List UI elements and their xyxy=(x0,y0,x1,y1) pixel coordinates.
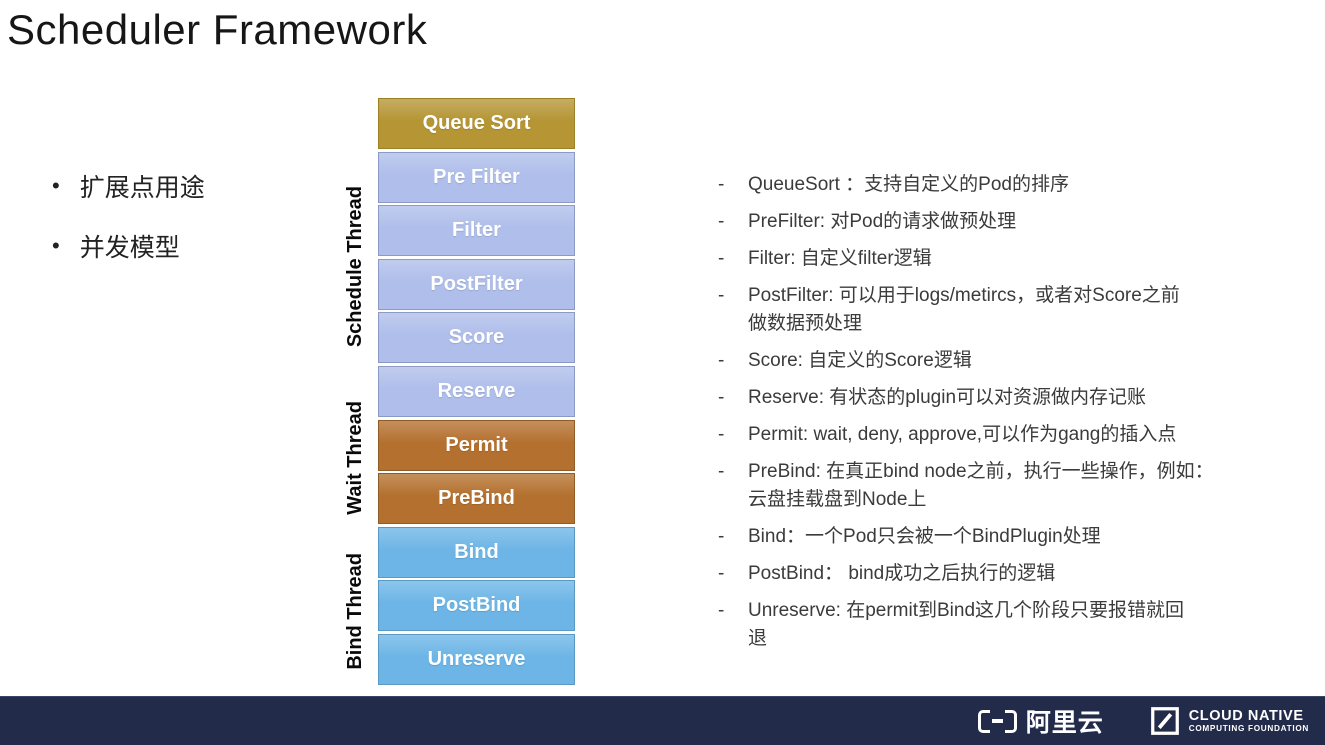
cncf-wordmark: CLOUD NATIVE COMPUTING FOUNDATION xyxy=(1188,707,1309,734)
stage-box-prebind: PreBind xyxy=(378,473,575,525)
stage-box-bind: Bind xyxy=(378,526,575,578)
thread-label-bind: Bind Thread xyxy=(336,538,374,685)
stage-box-unreserve: Unreserve xyxy=(378,633,575,685)
dash-marker: - xyxy=(718,424,725,445)
thread-label-wait: Wait Thread xyxy=(336,379,374,537)
thread-label-text: Wait Thread xyxy=(343,401,366,515)
bullet-dot-icon: • xyxy=(52,173,60,198)
stage-box-filter: Filter xyxy=(378,205,575,257)
description-text: QueueSort ：支持自定义的Pod的排序 xyxy=(748,174,1069,195)
dash-marker: - xyxy=(718,526,725,547)
stage-box-postfilter: PostFilter xyxy=(378,258,575,310)
bullet-text: 并发模型 xyxy=(79,234,180,262)
description-text: Unreserve: 在permit到Bind这几个阶段只要报错就回 退 xyxy=(748,600,1185,649)
description-item: - Reserve: 有状态的plugin可以对资源做内存记账 xyxy=(718,384,1293,412)
thread-label-text: Bind Thread xyxy=(343,553,366,670)
bullet-text: 扩展点用途 xyxy=(79,174,205,202)
thread-label-schedule: Schedule Thread xyxy=(336,155,374,378)
description-item: - PostFilter: 可以用于logs/metircs，或者对Score之前… xyxy=(718,282,1293,338)
cncf-subtitle: COMPUTING FOUNDATION xyxy=(1188,723,1309,733)
description-text: Score: 自定义的Score逻辑 xyxy=(748,350,972,371)
dash-marker: - xyxy=(718,248,725,269)
description-item: - Unreserve: 在permit到Bind这几个阶段只要报错就回 退 xyxy=(718,597,1293,653)
description-text: PostBind： bind成功之后执行的逻辑 xyxy=(748,563,1056,584)
stage-box-score: Score xyxy=(378,312,575,364)
stage-box-postbind: PostBind xyxy=(378,580,575,632)
description-text: PreFilter: 对Pod的请求做预处理 xyxy=(748,211,1017,232)
dash-marker: - xyxy=(718,285,725,306)
description-item: - Permit: wait, deny, approve,可以作为gang的插入… xyxy=(718,421,1293,449)
alibaba-cloud-wordmark: 阿里云 xyxy=(1025,709,1104,737)
description-text: Permit: wait, deny, approve,可以作为gang的插入点 xyxy=(748,424,1177,445)
stage-box-pre-filter: Pre Filter xyxy=(378,151,575,203)
description-item: - PreFilter: 对Pod的请求做预处理 xyxy=(718,208,1293,236)
alibaba-cloud-brackets-icon xyxy=(977,709,1017,733)
description-text: Filter: 自定义filter逻辑 xyxy=(748,248,932,269)
bullet-item: • 扩展点用途 xyxy=(52,168,205,204)
description-text: PreBind: 在真正bind node之前，执行一些操作，例如： 云盘挂载盘… xyxy=(748,461,1214,510)
description-text: Bind：一个Pod只会被一个BindPlugin处理 xyxy=(748,526,1101,547)
description-item: - PreBind: 在真正bind node之前，执行一些操作，例如： 云盘挂载… xyxy=(718,458,1293,514)
stage-box-queue-sort: Queue Sort xyxy=(378,98,575,149)
dash-marker: - xyxy=(718,174,725,195)
description-item: - QueueSort ：支持自定义的Pod的排序 xyxy=(718,171,1293,199)
description-item: - Bind：一个Pod只会被一个BindPlugin处理 xyxy=(718,523,1293,551)
alibaba-cloud-logo: 阿里云 xyxy=(977,703,1104,739)
cncf-logo: CLOUD NATIVE COMPUTING FOUNDATION xyxy=(1150,706,1309,736)
bullet-list: • 扩展点用途 • 并发模型 xyxy=(52,168,205,288)
page-title: Scheduler Framework xyxy=(7,6,428,53)
cncf-name: CLOUD NATIVE xyxy=(1188,707,1304,724)
stage-box-permit: Permit xyxy=(378,419,575,471)
cncf-square-icon xyxy=(1150,707,1179,735)
dash-marker: - xyxy=(718,211,725,232)
dash-marker: - xyxy=(718,387,725,408)
description-item: - PostBind： bind成功之后执行的逻辑 xyxy=(718,560,1293,588)
dash-marker: - xyxy=(718,350,725,371)
bullet-item: • 并发模型 xyxy=(52,228,205,264)
dash-marker: - xyxy=(718,563,725,584)
dash-marker: - xyxy=(718,461,725,482)
stage-box-reserve: Reserve xyxy=(378,365,575,417)
description-list: - QueueSort ：支持自定义的Pod的排序 - PreFilter: 对Pod… xyxy=(718,171,1293,662)
description-item: - Score: 自定义的Score逻辑 xyxy=(718,347,1293,375)
description-text: Reserve: 有状态的plugin可以对资源做内存记账 xyxy=(748,387,1147,408)
dash-marker: - xyxy=(718,600,725,621)
footer-bar: 阿里云 CLOUD NATIVE COMPUTING FOUNDATION xyxy=(0,696,1325,745)
description-text: PostFilter: 可以用于logs/metircs，或者对Score之前 … xyxy=(748,285,1180,334)
description-item: - Filter: 自定义filter逻辑 xyxy=(718,245,1293,273)
thread-label-text: Schedule Thread xyxy=(343,185,366,348)
bullet-dot-icon: • xyxy=(52,233,60,258)
